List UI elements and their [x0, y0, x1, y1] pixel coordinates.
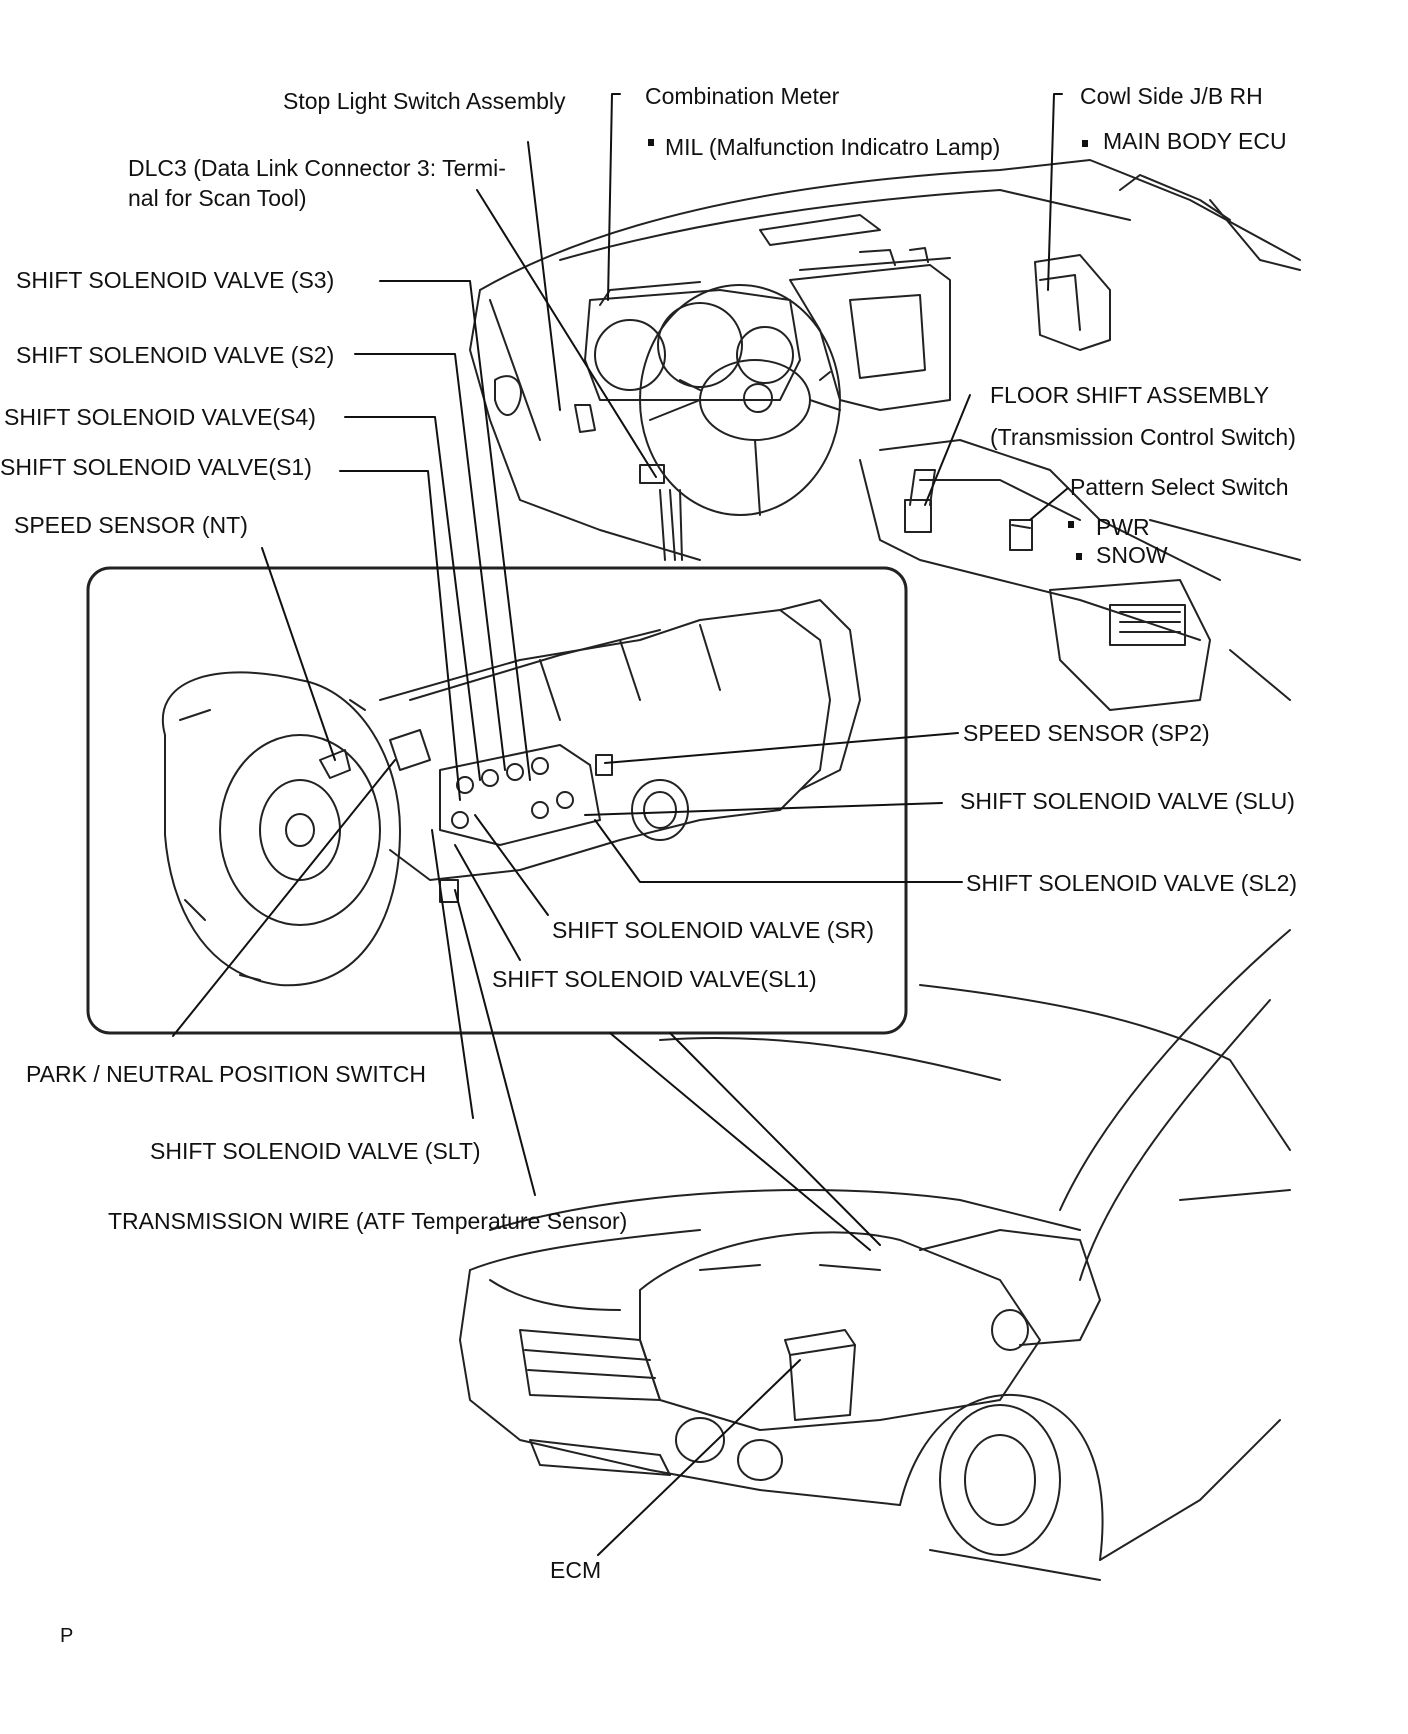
- label-ssv-s2: SHIFT SOLENOID VALVE (S2): [16, 342, 335, 368]
- square-bullet-icon: [1076, 553, 1082, 560]
- label-speed-sensor-nt: SPEED SENSOR (NT): [14, 512, 248, 538]
- label-dlc3-line1: DLC3 (Data Link Connector 3: Termi-: [128, 155, 506, 181]
- label-cowl-side-jb: Cowl Side J/B RH: [1080, 83, 1263, 109]
- label-ssv-sr: SHIFT SOLENOID VALVE (SR): [552, 917, 875, 943]
- label-ssv-s3: SHIFT SOLENOID VALVE (S3): [16, 267, 335, 293]
- label-ssv-slu: SHIFT SOLENOID VALVE (SLU): [960, 788, 1295, 814]
- label-pattern-select-switch: Pattern Select Switch: [1070, 474, 1289, 500]
- label-ssv-s4: SHIFT SOLENOID VALVE(S4): [4, 404, 316, 430]
- label-snow: SNOW: [1096, 542, 1168, 568]
- label-dlc3-line2: nal for Scan Tool): [128, 185, 307, 211]
- transmission-inset-frame: [86, 566, 908, 1035]
- label-ssv-slt: SHIFT SOLENOID VALVE (SLT): [150, 1138, 481, 1164]
- square-bullet-icon: [1068, 521, 1074, 528]
- square-bullet-icon: [648, 139, 654, 146]
- bullet-markers: [648, 139, 1088, 560]
- square-bullet-icon: [1082, 140, 1088, 147]
- label-ssv-sl2: SHIFT SOLENOID VALVE (SL2): [966, 870, 1298, 896]
- label-park-neutral-switch: PARK / NEUTRAL POSITION SWITCH: [26, 1061, 426, 1087]
- label-combination-meter: Combination Meter: [645, 83, 840, 109]
- label-ssv-s1: SHIFT SOLENOID VALVE(S1): [0, 454, 312, 480]
- label-pwr: PWR: [1096, 514, 1150, 540]
- label-transmission-control-switch: (Transmission Control Switch): [990, 424, 1296, 450]
- vehicle-front-illustration: [459, 929, 1291, 1581]
- label-ssv-sl1: SHIFT SOLENOID VALVE(SL1): [492, 966, 817, 992]
- page-corner-mark: P: [60, 1625, 74, 1647]
- label-transmission-wire: TRANSMISSION WIRE (ATF Temperature Senso…: [108, 1208, 628, 1234]
- transmission-illustration: [162, 599, 861, 987]
- label-speed-sensor-sp2: SPEED SENSOR (SP2): [963, 720, 1210, 746]
- dashboard-illustration: [469, 159, 1301, 711]
- label-main-body-ecu: MAIN BODY ECU: [1103, 128, 1287, 154]
- label-mil: MIL (Malfunction Indicatro Lamp): [665, 134, 1001, 160]
- leader-lines: [172, 93, 1069, 1556]
- label-floor-shift: FLOOR SHIFT ASSEMBLY: [990, 382, 1270, 408]
- label-stop-light-switch: Stop Light Switch Assembly: [283, 88, 566, 114]
- label-ecm: ECM: [550, 1557, 602, 1583]
